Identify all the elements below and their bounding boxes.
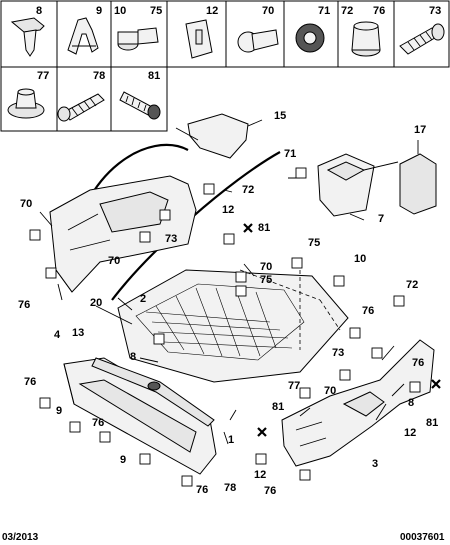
- right-trim-panel: [281, 339, 435, 467]
- grid-label-12: 12: [206, 5, 218, 17]
- callout: 15: [274, 110, 286, 122]
- grid-label-72: 72: [341, 5, 353, 17]
- exploded-view: [29, 113, 441, 487]
- left-trim-panel: [49, 175, 197, 293]
- fastener-grid: 8 9 10 75 12 70 71 72 76 73 77 78 81: [0, 0, 450, 132]
- callout: 12: [404, 427, 416, 439]
- callout: 8: [408, 397, 414, 409]
- grid-label-10: 10: [114, 5, 126, 17]
- grid-label-73: 73: [429, 5, 441, 17]
- ribbed-pin-icon: [399, 23, 445, 55]
- footer-reference: 00037601: [400, 532, 445, 543]
- callout: 10: [354, 253, 366, 265]
- callout: 70: [20, 198, 32, 210]
- fir-tree-clip-icon: [57, 93, 105, 122]
- callout: 13: [72, 327, 84, 339]
- spring-clip-icon: [67, 17, 99, 55]
- callout: 77: [288, 380, 300, 392]
- screw-icon: [119, 91, 161, 120]
- strap-part: [91, 357, 215, 427]
- callout: 78: [224, 482, 236, 494]
- callout-labels: 15 17 71 7 72 70 73 12 81 70 76 2 75 70 …: [18, 110, 438, 497]
- callout: 76: [92, 417, 104, 429]
- callout: 72: [406, 279, 418, 291]
- callout: 81: [258, 222, 270, 234]
- cover-cap-part: [187, 113, 249, 159]
- callout: 7: [378, 213, 384, 225]
- callout: 70: [324, 385, 336, 397]
- callout: 4: [54, 329, 61, 341]
- grid-label-71: 71: [318, 5, 330, 17]
- callout: 3: [372, 458, 378, 470]
- bracket-icon: [185, 19, 213, 59]
- footer-date: 03/2013: [2, 532, 39, 543]
- callout: 9: [120, 454, 126, 466]
- screw-mark-icon: [243, 223, 441, 437]
- callout: 73: [165, 233, 177, 245]
- grid-label-77: 77: [37, 70, 49, 82]
- grommet-icon: [7, 88, 45, 119]
- grid-label-70: 70: [262, 5, 274, 17]
- gear-nut-icon: [295, 23, 325, 53]
- grid-label-9: 9: [96, 5, 102, 17]
- callout: 2: [140, 293, 146, 305]
- callout: 12: [254, 469, 266, 481]
- callout: 1: [228, 434, 234, 446]
- callout: 76: [362, 305, 374, 317]
- callout: 72: [242, 184, 254, 196]
- callout: 76: [264, 485, 276, 497]
- callout: 75: [308, 237, 320, 249]
- clip-icon: [10, 17, 45, 57]
- grid-label-75: 75: [150, 5, 162, 17]
- foam-block-part: [399, 153, 437, 215]
- grid-label-8: 8: [36, 5, 42, 17]
- grid-label-78: 78: [93, 70, 105, 82]
- floor-mat-part: [117, 269, 349, 383]
- storage-bin-part: [317, 153, 399, 221]
- callout: 76: [24, 376, 36, 388]
- callout: 73: [332, 347, 344, 359]
- callout: 75: [260, 274, 272, 286]
- callout: 20: [90, 297, 102, 309]
- callout: 17: [414, 124, 426, 136]
- grid-label-81: 81: [148, 70, 160, 82]
- callout: 76: [412, 357, 424, 369]
- cap-icon: [351, 21, 381, 57]
- callout: 70: [260, 261, 272, 273]
- callout: 81: [272, 401, 284, 413]
- callout: 70: [108, 255, 120, 267]
- push-button-icon: [117, 27, 159, 51]
- grid-label-76: 76: [373, 5, 385, 17]
- callout: 8: [130, 351, 136, 363]
- rear-sill-panel: [63, 357, 217, 475]
- callout: 71: [284, 148, 296, 160]
- callout: 81: [426, 417, 438, 429]
- callout: 76: [18, 299, 30, 311]
- callout: 12: [222, 204, 234, 216]
- callout: 9: [56, 405, 62, 417]
- callout: 76: [196, 484, 208, 496]
- rivet-icon: [237, 29, 279, 53]
